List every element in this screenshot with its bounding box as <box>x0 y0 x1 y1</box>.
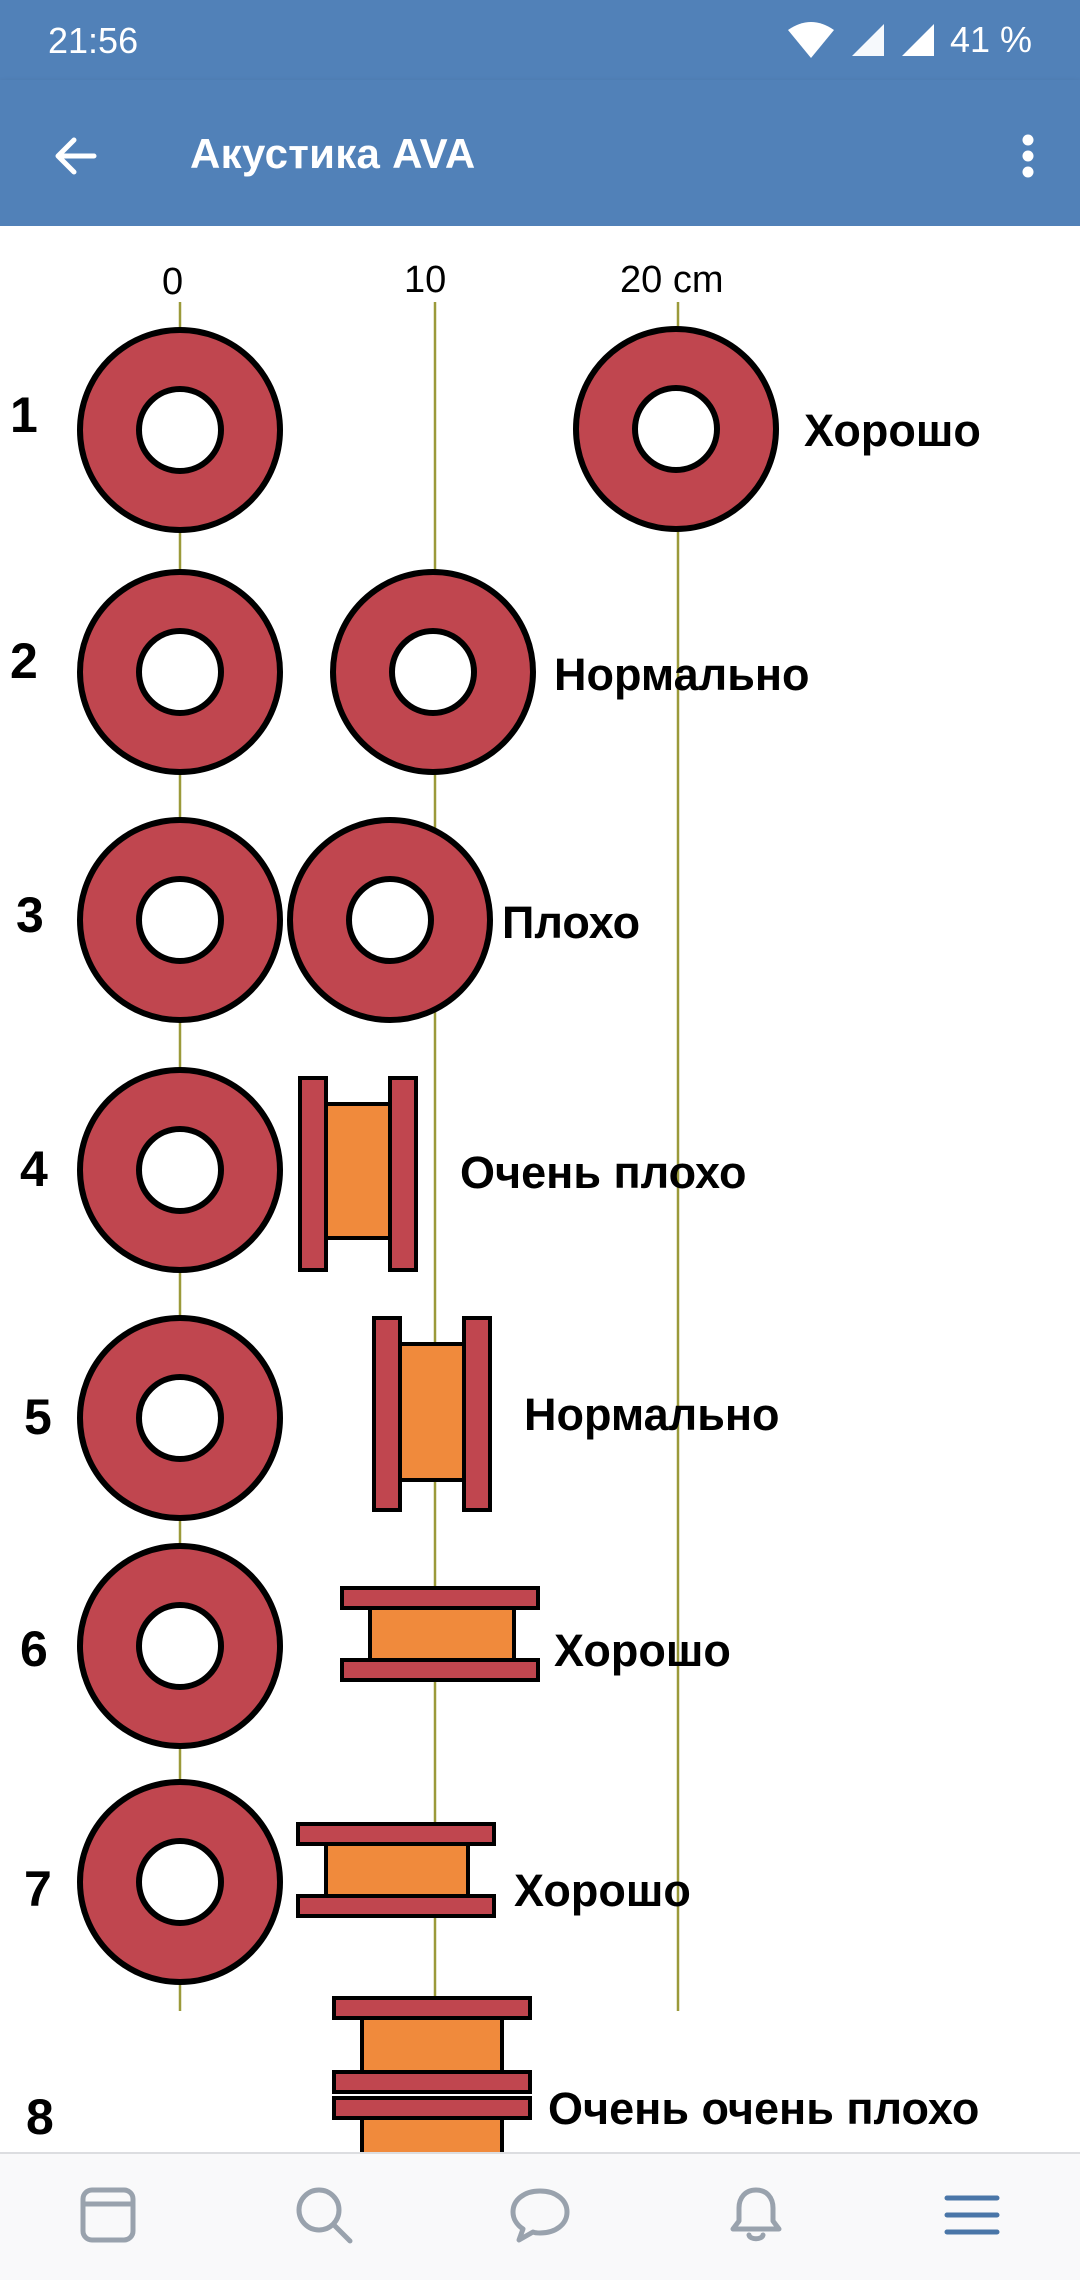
speaker-ring <box>77 569 283 775</box>
content-area[interactable]: 0 10 20 cm 1 Хорошо 2 Нормально 3 Плохо <box>0 226 1080 2152</box>
speaker-ring <box>287 817 493 1023</box>
wifi-icon <box>786 20 836 60</box>
nav-notifications-button[interactable] <box>696 2162 816 2272</box>
speaker-side-view <box>296 1822 496 1918</box>
speaker-side-view-stack <box>332 1996 532 2152</box>
status-bar: 21:56 41 % <box>0 0 1080 80</box>
nav-messages-button[interactable] <box>480 2162 600 2272</box>
signal-icon <box>900 22 936 58</box>
rating-label-2: Нормально <box>554 649 810 700</box>
rating-label-6: Хорошо <box>554 1625 731 1676</box>
notifications-icon <box>728 2185 784 2250</box>
signal-icon <box>850 22 886 58</box>
speaker-placement-diagram: 0 10 20 cm 1 Хорошо 2 Нормально 3 Плохо <box>10 259 981 2152</box>
speaker-ring <box>77 1543 283 1749</box>
speaker-ring <box>77 817 283 1023</box>
rating-label-3: Плохо <box>502 897 640 948</box>
scale-label-20: 20 cm <box>620 259 723 301</box>
row-number-1: 1 <box>10 387 38 443</box>
more-vertical-icon <box>1020 132 1036 185</box>
rating-label-1: Хорошо <box>804 405 981 456</box>
scale-label-10: 10 <box>404 259 446 301</box>
rating-label-7: Хорошо <box>514 1865 691 1916</box>
messages-icon <box>509 2187 571 2248</box>
rating-label-8: Очень очень плохо <box>548 2083 979 2134</box>
scale-label-0: 0 <box>162 261 183 303</box>
app-bar: Акустика AVA <box>0 80 1080 226</box>
news-icon <box>80 2187 136 2248</box>
rating-label-4: Очень плохо <box>460 1147 746 1198</box>
speaker-ring <box>77 327 283 533</box>
row-number-3: 3 <box>16 887 44 943</box>
speaker-ring <box>77 1067 283 1273</box>
row-number-6: 6 <box>20 1621 48 1677</box>
arrow-left-icon <box>50 132 98 185</box>
search-icon <box>294 2185 354 2250</box>
speaker-ring <box>573 326 779 532</box>
status-time: 21:56 <box>48 20 139 61</box>
battery-level: 41 % <box>949 19 1032 60</box>
speaker-ring <box>77 1315 283 1521</box>
row-number-7: 7 <box>24 1861 52 1917</box>
nav-search-button[interactable] <box>264 2162 384 2272</box>
rating-label-5: Нормально <box>524 1389 780 1440</box>
row-number-8: 8 <box>26 2089 54 2145</box>
nav-menu-button[interactable] <box>912 2162 1032 2272</box>
speaker-side-view <box>340 1586 540 1682</box>
back-button[interactable] <box>28 112 120 204</box>
row-number-2: 2 <box>10 633 38 689</box>
row-number-5: 5 <box>24 1389 52 1445</box>
more-menu-button[interactable] <box>988 112 1068 204</box>
speaker-side-view <box>372 1316 492 1512</box>
row-number-4: 4 <box>20 1141 48 1197</box>
menu-icon <box>944 2193 1000 2242</box>
bottom-navigation <box>0 2152 1080 2280</box>
speaker-ring <box>77 1779 283 1985</box>
nav-news-button[interactable] <box>48 2162 168 2272</box>
page-title: Акустика AVA <box>190 130 476 177</box>
speaker-ring <box>330 569 536 775</box>
status-icons: 41 % <box>786 16 1032 64</box>
speaker-side-view <box>298 1076 418 1272</box>
